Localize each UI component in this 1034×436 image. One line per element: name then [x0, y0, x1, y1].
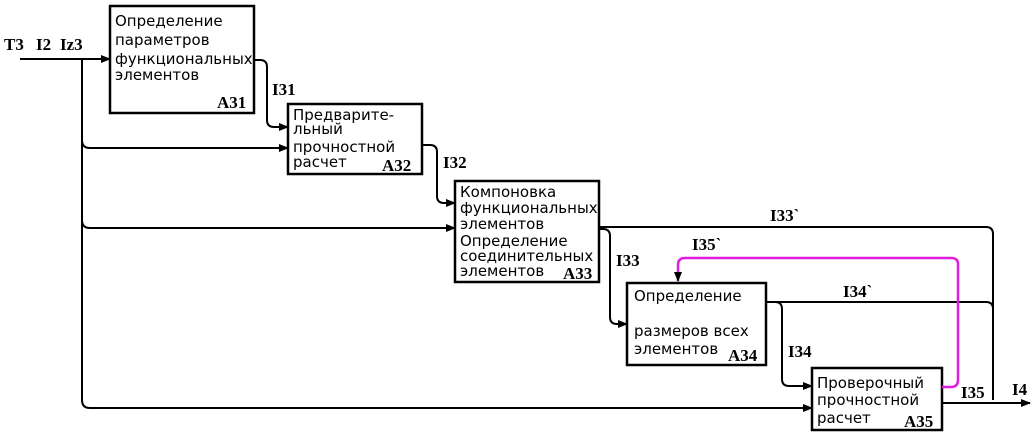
block-a32-line-3: прочностной [293, 138, 395, 156]
input-label-t3: T3 [4, 35, 24, 54]
block-a35-line-2: прочностной [817, 391, 919, 409]
arrow-label-i32: I32 [443, 153, 467, 172]
arrow-i34-prime [766, 301, 994, 310]
arrow-label-i35: I35 [961, 383, 985, 402]
block-a32-line-4: расчет [293, 153, 347, 171]
arrow-label-i33-prime: I33` [770, 206, 799, 225]
arrow-label-i33: I33 [616, 251, 640, 270]
arrow-label-i4: I4 [1012, 380, 1028, 399]
block-a31-line-2: параметров [115, 31, 210, 49]
block-a35-line-1: Проверочный [817, 374, 924, 392]
block-a32-line-2: льный [293, 120, 343, 138]
arrow-i33-prime [599, 226, 994, 400]
block-a33-line-1: Компоновка [460, 183, 556, 201]
block-a31-line-3: функциональных [115, 50, 253, 68]
block-a35: Проверочный прочностной расчет A35 [810, 366, 944, 432]
block-a34-line-1: Определение [634, 287, 742, 305]
block-a35-code: A35 [904, 412, 933, 431]
arrow-i33 [599, 228, 628, 328]
input-label-iz3: Iz3 [60, 35, 83, 54]
arrow-i35-prime-feedback [674, 256, 960, 389]
block-a33: Компоновка функциональных элементов Опре… [453, 179, 601, 284]
block-a33-code: A33 [563, 264, 592, 283]
block-a33-line-4: Определение [460, 232, 568, 250]
block-a32-code: A32 [382, 156, 411, 175]
block-a35-line-3: расчет [817, 409, 871, 427]
block-a31-code: A31 [217, 93, 246, 112]
arrow-label-i34-prime: I34` [843, 282, 872, 301]
block-a34-line-4: элементов [634, 340, 718, 358]
block-a31-line-1: Определение [115, 12, 223, 30]
block-a33-line-3: элементов [460, 215, 544, 233]
arrow-label-i35-prime: I35` [692, 235, 721, 254]
arrow-label-i31: I31 [272, 80, 296, 99]
arrow-i31 [254, 59, 289, 131]
block-a33-line-2: функциональных [460, 199, 598, 217]
block-a32: Предварите- льный прочностной расчет A32 [286, 102, 424, 176]
arrow-i32 [422, 144, 456, 207]
block-a33-line-5: соединительных [460, 247, 593, 265]
block-a33-line-6: элементов [460, 262, 544, 280]
input-label-i2: I2 [36, 35, 51, 54]
block-a34-line-3: размеров всех [634, 322, 749, 340]
block-a34: Определение размеров всех элементов A34 [625, 281, 768, 367]
block-a32-line-1: Предварите- [293, 106, 394, 124]
input-bus [20, 55, 813, 412]
block-a31-line-4: элементов [115, 66, 199, 84]
block-a31: Определение параметров функциональных эл… [108, 4, 256, 115]
block-a34-code: A34 [728, 346, 758, 365]
arrow-label-i34: I34 [788, 342, 812, 361]
